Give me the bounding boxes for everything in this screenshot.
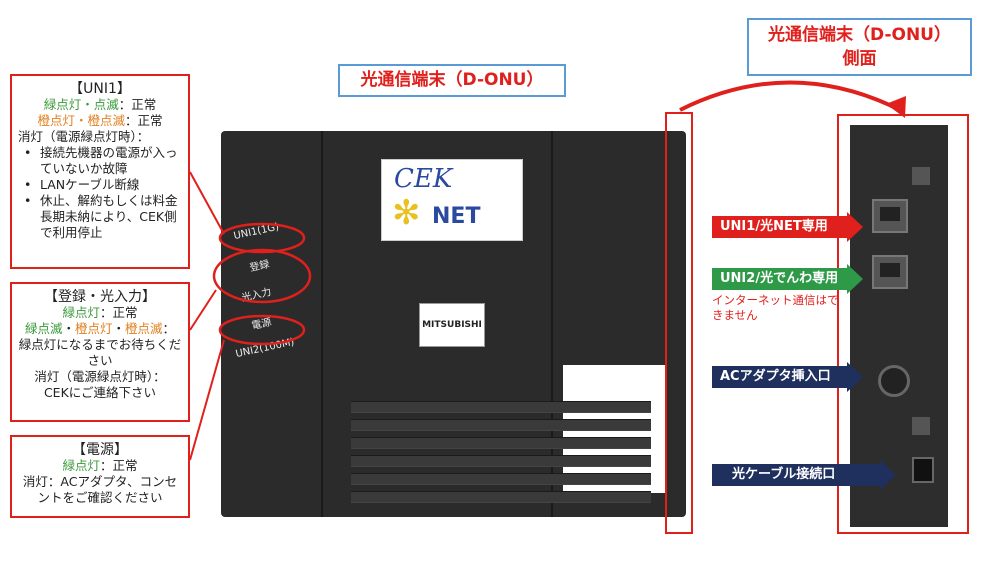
uni1-leader-line — [189, 171, 225, 235]
reg-wait-text: 緑点灯になるまでお待ちください — [18, 337, 182, 368]
uni2-port — [872, 255, 908, 289]
power-lamp-ellipse — [218, 314, 306, 346]
reg-green-blink: 緑点滅 — [24, 321, 63, 336]
reg-normal: ：正常 — [100, 305, 138, 320]
side-title-line1: 光通信端末（D-ONU） — [768, 25, 951, 45]
reg-off-label: 消灯（電源緑点灯時）： — [34, 369, 166, 384]
uni1-orange-normal: ：正常 — [125, 113, 163, 128]
power-green-status: 緑点灯 — [62, 458, 100, 473]
uni1-cause-item: 休止、解約もしくは料金長期未納により、CEK側で利用停止 — [24, 193, 182, 241]
brand-text: MITSUBISHI — [422, 320, 482, 330]
uni1-off-label: 消灯（電源緑点灯時）： — [18, 129, 150, 144]
vent-slot — [351, 401, 651, 413]
vent-slot — [351, 473, 651, 485]
registration-heading: 【登録・光入力】 — [44, 289, 156, 305]
panel-seam — [551, 131, 553, 517]
uni1-port-label: UNI1/光NET専用 — [720, 219, 828, 234]
power-off-text: 消灯：ACアダプタ、コンセントをご確認ください — [22, 474, 178, 505]
registration-panel: 【登録・光入力】 緑点灯：正常 緑点滅・橙点灯・橙点滅： 緑点灯になるまでお待ち… — [10, 282, 190, 422]
fiber-arrow: 光ケーブル接続口 — [712, 460, 896, 490]
power-leader-line — [189, 339, 225, 461]
logo-star-icon: ✻ — [392, 193, 421, 233]
onu-side-panel — [850, 125, 948, 527]
uni1-green-normal: ：正常 — [118, 97, 157, 112]
uni2-note: インターネット通信はできません — [712, 293, 839, 322]
side-view-frame — [837, 114, 969, 534]
side-clip — [912, 417, 930, 435]
reg-sep: ・ — [112, 321, 126, 336]
side-clip — [912, 167, 930, 185]
uni1-port-arrow: UNI1/光NET専用 — [712, 212, 863, 242]
vent-slot — [351, 437, 651, 449]
panel-seam — [321, 131, 323, 517]
front-side-edge-frame — [665, 112, 693, 534]
power-heading: 【電源】 — [72, 442, 128, 458]
fiber-port — [912, 457, 934, 483]
power-normal: ：正常 — [100, 458, 138, 473]
vent-slot — [351, 455, 651, 467]
side-view-arrow — [679, 80, 901, 112]
power-panel: 【電源】 緑点灯：正常 消灯：ACアダプタ、コンセントをご確認ください — [10, 435, 190, 518]
ac-adapter-label: ACアダプタ挿入口 — [720, 369, 831, 384]
cek-net-logo: CEK ✻ NET — [381, 159, 523, 241]
mitsubishi-badge: MITSUBISHI — [419, 303, 485, 347]
uni1-green-status: 緑点灯・点滅 — [43, 97, 119, 112]
uni1-off-causes: 接続先機器の電源が入っていないか故障 LANケーブル断線 休止、解約もしくは料金… — [18, 145, 182, 241]
logo-net-text: NET — [432, 204, 481, 229]
logo-cek-text: CEK — [394, 164, 453, 194]
vent-slot — [351, 419, 651, 431]
uni1-lamp-ellipse — [218, 222, 306, 254]
register-lamp-ellipse — [212, 248, 312, 304]
side-title-line2: 側面 — [842, 49, 877, 69]
reg-green-status: 緑点灯 — [62, 305, 100, 320]
reg-sep: ・ — [62, 321, 75, 336]
front-title: 光通信端末（D-ONU） — [360, 70, 544, 90]
uni1-cause-item: LANケーブル断線 — [24, 177, 182, 193]
uni1-port — [872, 199, 908, 233]
uni1-heading: 【UNI1】 — [69, 81, 131, 97]
uni2-port-label: UNI2/光でんわ専用 — [720, 271, 839, 286]
ac-jack — [878, 365, 910, 397]
side-view-arrowhead — [886, 96, 906, 118]
uni1-panel: 【UNI1】 緑点灯・点滅：正常 橙点灯・橙点滅：正常 消灯（電源緑点灯時）： … — [10, 74, 190, 269]
uni2-port-arrow: UNI2/光でんわ専用 — [712, 264, 863, 294]
side-title-box: 光通信端末（D-ONU） 側面 — [747, 18, 972, 76]
reg-contact-text: CEKにご連絡下さい — [43, 385, 157, 400]
uni1-cause-item: 接続先機器の電源が入っていないか故障 — [24, 145, 182, 177]
uni1-orange-status: 橙点灯・橙点滅 — [37, 113, 125, 128]
fiber-label: 光ケーブル接続口 — [732, 467, 836, 482]
register-leader-line — [189, 289, 217, 331]
front-title-box: 光通信端末（D-ONU） — [338, 64, 566, 97]
reg-orange-on: 橙点灯 — [74, 321, 113, 336]
vent-slot — [351, 491, 651, 503]
ac-adapter-arrow: ACアダプタ挿入口 — [712, 362, 863, 392]
reg-orange-blink: 橙点滅 — [125, 321, 163, 336]
reg-colon: ： — [162, 321, 176, 336]
